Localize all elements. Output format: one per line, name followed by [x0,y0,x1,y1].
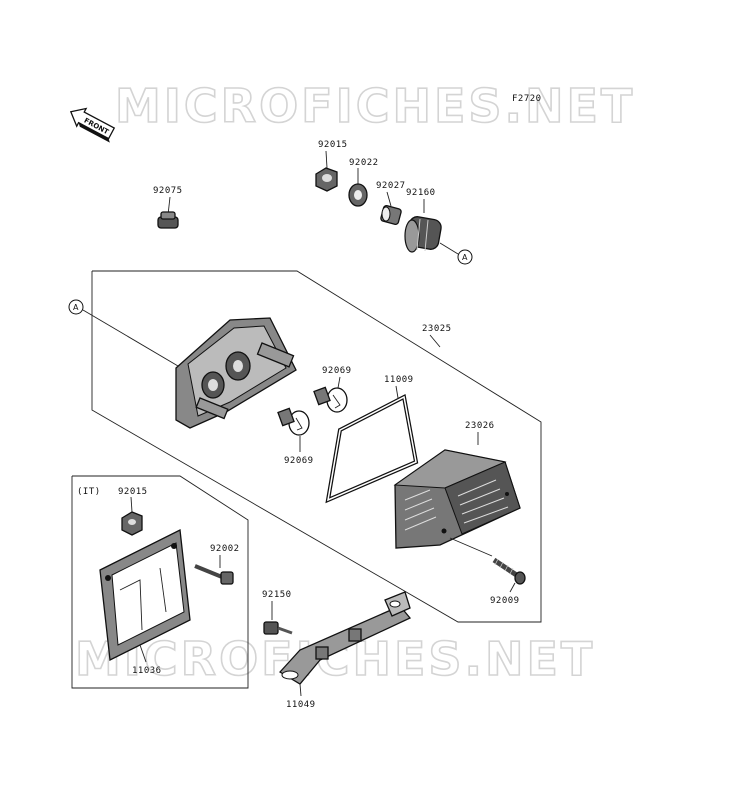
label-92069-upper: 92069 [322,366,352,376]
part-92069-bulb-lower: 92069 [277,407,314,466]
part-23026-lens: 23026 [393,421,521,549]
part-11049-stay: 11049 [278,591,412,710]
part-92150-bolt: 92150 [262,590,293,635]
label-92160: 92160 [406,188,436,198]
part-11009-gasket: 11009 [325,375,419,504]
part-92160-grommet: 92160 A [404,188,473,265]
part-92002-bolt: 92002 [194,544,240,585]
label-92022: 92022 [349,158,379,168]
part-92015-nut: 92015 [315,140,348,192]
label-92069-lower: 92069 [284,456,314,466]
part-11036-plate-bracket: 11036 [99,529,191,676]
part-92027-collar: 92027 [376,181,406,226]
figure-code: F2720 [512,94,542,104]
label-92027: 92027 [376,181,406,191]
label-92075: 92075 [153,186,183,196]
tail-lamp-housing [175,317,297,429]
inset-outline [71,475,249,689]
inset-label: (IT) [77,487,101,497]
label-92150: 92150 [262,590,292,600]
label-11036: 11036 [132,666,162,676]
part-92015-inset-nut: 92015 [118,487,148,536]
part-92022-washer: 92022 [348,158,379,207]
part-92075-bolt: 92075 [153,186,183,229]
part-92069-bulb-upper: 92069 [313,366,352,413]
label-92002: 92002 [210,544,240,554]
assembly-outline-23025 [91,270,542,623]
label-92015-inset: 92015 [118,487,148,497]
ref-marker-right: A [462,253,468,262]
label-11049: 11049 [286,700,316,710]
watermark-top: MICROFICHES.NET [115,79,635,133]
label-11009: 11009 [384,375,414,385]
front-arrow-icon: FRONT [69,107,116,143]
part-92009-screw: 92009 [449,537,526,606]
label-23026: 23026 [465,421,495,431]
label-92009: 92009 [490,596,520,606]
label-23025: 23025 [422,324,452,334]
ref-marker-left: A [73,303,79,312]
label-92015-top: 92015 [318,140,348,150]
